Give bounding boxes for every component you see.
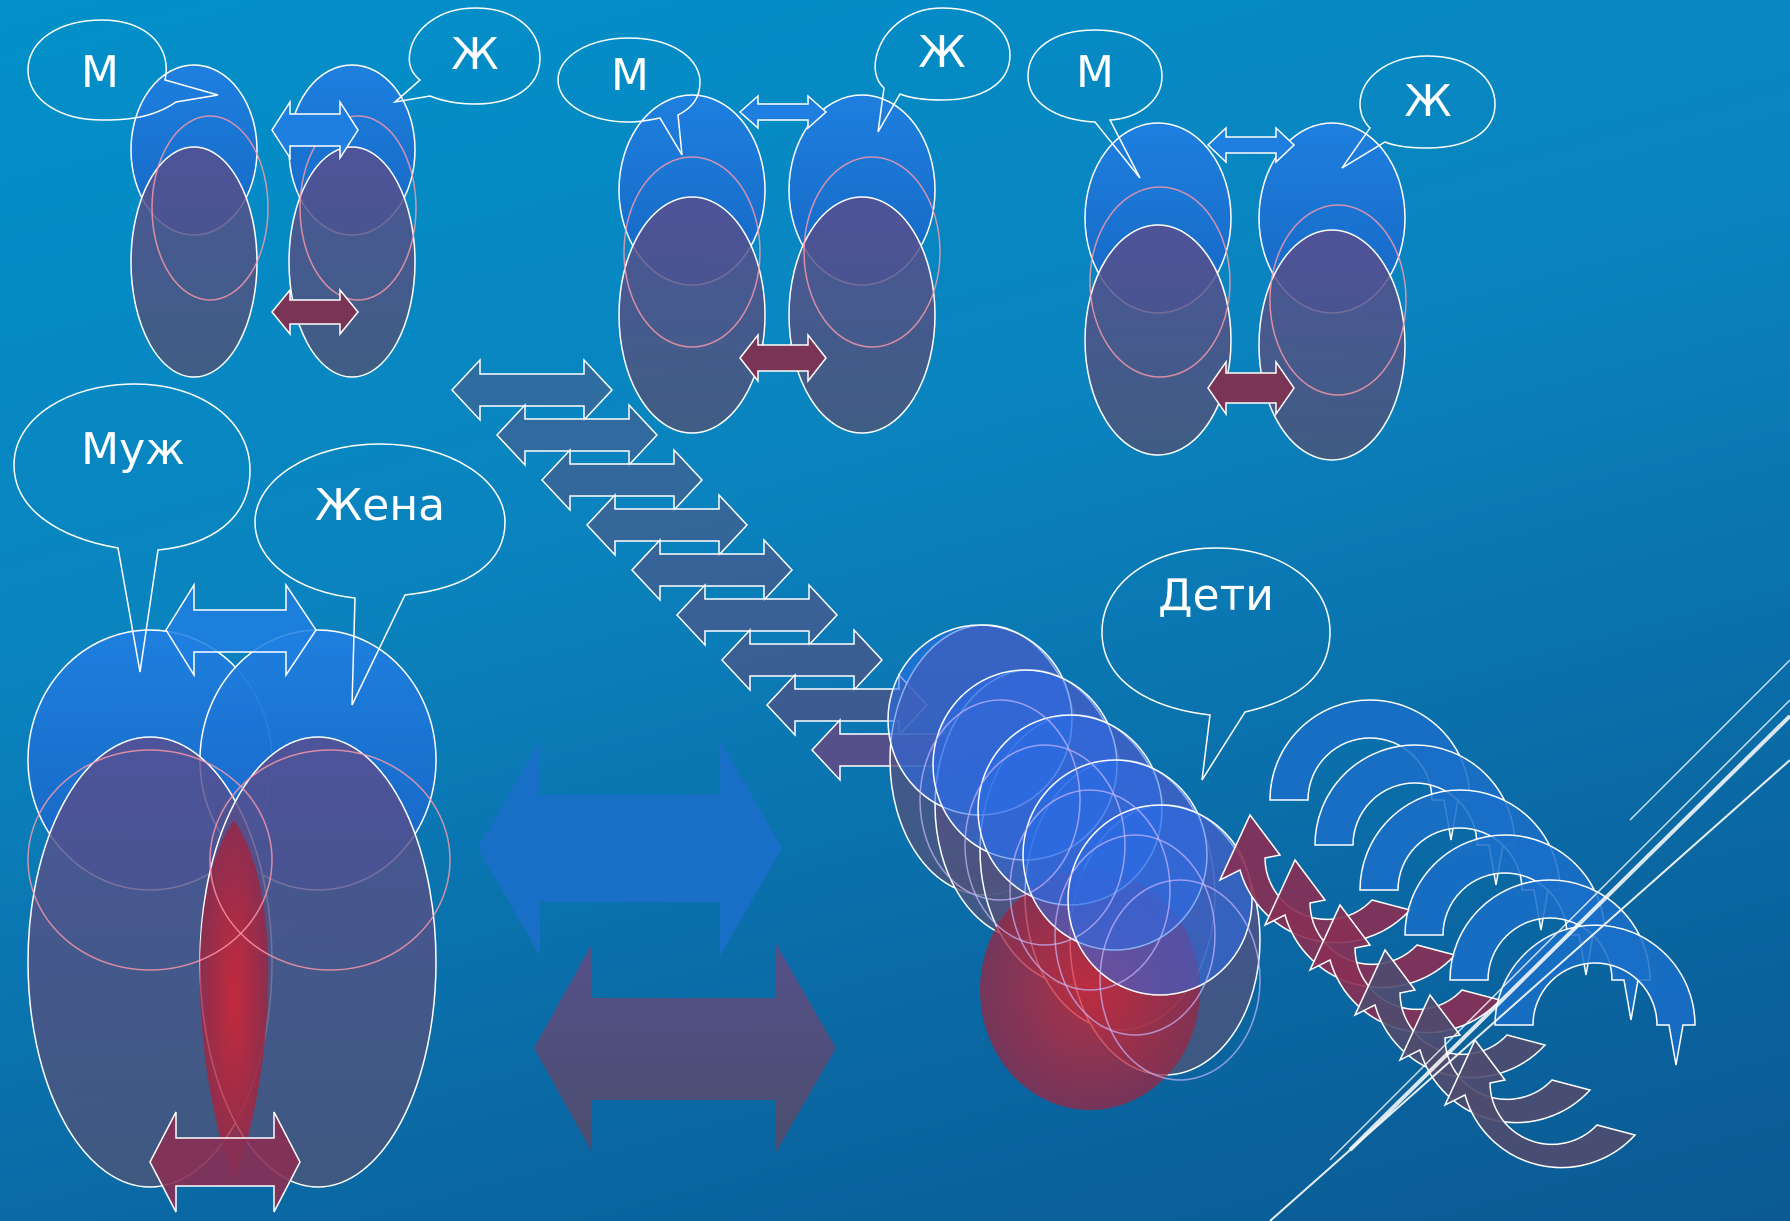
speech-bubble-m — [1027, 29, 1163, 179]
speech-bubble-zh — [1341, 55, 1496, 169]
female-ellipse-purple — [788, 196, 936, 434]
speech-bubble-husband — [13, 383, 251, 673]
decorative-lines — [1269, 659, 1790, 1221]
child-ellipse-inner — [964, 744, 1126, 946]
speech-bubble-zh — [874, 7, 1011, 133]
speech-bubble-zh — [392, 7, 541, 105]
child-ellipse-inner — [1009, 789, 1171, 991]
double-arrow-bottom — [1207, 359, 1295, 417]
speech-bubble-zh-label: Ж — [1404, 76, 1451, 127]
chain-double-arrow — [630, 538, 794, 602]
chain-double-arrow — [540, 448, 704, 512]
child-ellipse-blue — [1067, 804, 1253, 996]
speech-bubble-m-label: М — [81, 47, 119, 98]
speech-bubble-zh-label: Ж — [451, 29, 498, 80]
arrow-chain — [450, 358, 974, 782]
children-cluster — [887, 624, 1261, 1110]
couple-group-2: М Ж — [557, 7, 1011, 434]
big-double-arrow-blue — [478, 740, 782, 956]
speech-bubble-m — [27, 19, 219, 121]
male-ellipse-purple — [130, 146, 258, 378]
double-arrow-top — [165, 582, 317, 678]
speech-bubble-m-label: М — [1076, 47, 1114, 98]
child-ellipse-inner — [1099, 879, 1261, 1081]
male-ellipse-inner — [1089, 186, 1231, 378]
curved-arrow-dark — [1398, 993, 1592, 1124]
overlap-lens — [199, 820, 269, 1180]
female-ellipse-purple — [288, 146, 416, 378]
wife-ellipse-inner — [209, 749, 451, 971]
husband-ellipse-inner — [27, 749, 273, 971]
double-arrow-bottom — [149, 1111, 301, 1213]
chain-double-arrow — [585, 493, 749, 557]
speech-bubble-m-label: М — [611, 50, 649, 101]
male-ellipse-inner — [151, 115, 269, 301]
female-ellipse-inner — [803, 156, 941, 348]
chain-double-arrow — [720, 628, 884, 692]
couple-group-1: М Ж — [27, 7, 541, 378]
speech-bubble-wife-label: Жена — [315, 480, 445, 531]
curved-arrow-dark — [1443, 1038, 1637, 1169]
double-arrow-top — [271, 99, 359, 161]
female-ellipse-inner — [299, 115, 417, 301]
curved-arrows-group — [1218, 699, 1696, 1169]
double-arrow-top — [1206, 126, 1296, 164]
speech-bubble-m — [557, 37, 701, 156]
chain-double-arrow — [495, 403, 659, 467]
speech-bubble-children — [1101, 547, 1331, 781]
chain-double-arrow — [675, 583, 839, 647]
female-ellipse-purple — [1258, 229, 1406, 461]
double-arrow-top — [738, 94, 828, 130]
speech-bubble-children-label: Дети — [1158, 570, 1274, 621]
couple-group-3: М Ж — [1027, 29, 1496, 461]
male-ellipse-purple — [618, 196, 766, 434]
female-ellipse-inner — [1269, 204, 1407, 396]
double-arrow-bottom — [739, 332, 827, 384]
chain-double-arrow — [450, 358, 614, 422]
child-ellipse-inner — [919, 699, 1081, 901]
male-ellipse-purple — [1084, 224, 1232, 456]
male-ellipse-inner — [623, 156, 761, 348]
speech-bubble-zh-label: Ж — [918, 27, 965, 78]
speech-bubble-husband-label: Муж — [81, 424, 185, 475]
family-group: Муж Жена — [13, 383, 506, 1213]
speech-bubble-wife — [254, 443, 506, 706]
big-double-arrow-dark — [534, 944, 836, 1152]
double-arrow-bottom — [271, 287, 359, 337]
child-ellipse-inner — [1054, 834, 1216, 1036]
